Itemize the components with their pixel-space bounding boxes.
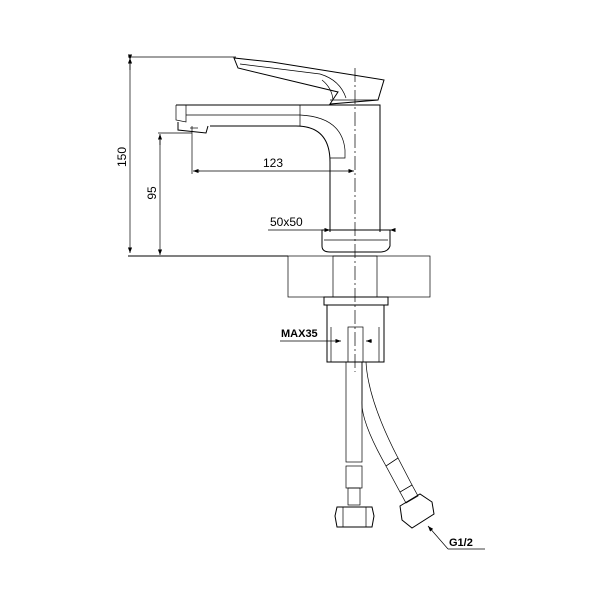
faucet-base: [321, 229, 391, 253]
dimension-50x50: 50x50: [268, 215, 396, 233]
dimension-label-95: 95: [145, 186, 159, 200]
aerator: [177, 122, 209, 134]
dimension-label-150: 150: [115, 147, 129, 167]
countertop: [128, 255, 431, 298]
right-hose: [361, 361, 435, 529]
fixing-nut: [323, 296, 389, 363]
lever-handle: [233, 57, 385, 105]
hex-nut-right: [399, 493, 435, 529]
left-hose: [334, 361, 375, 528]
dimension-label-123: 123: [263, 156, 283, 170]
callout-g12: G1/2: [427, 525, 485, 550]
hex-nut-left: [334, 506, 375, 528]
callout-label-g12: G1/2: [449, 537, 473, 549]
dimension-123: 123: [191, 126, 354, 174]
dimension-label-max35: MAX35: [281, 328, 318, 340]
dimension-95: 95: [145, 132, 192, 255]
faucet-body: [175, 104, 381, 232]
dimension-max35: MAX35: [280, 328, 372, 344]
dimension-150: 150: [115, 54, 236, 253]
dimension-label-50x50: 50x50: [270, 215, 303, 229]
